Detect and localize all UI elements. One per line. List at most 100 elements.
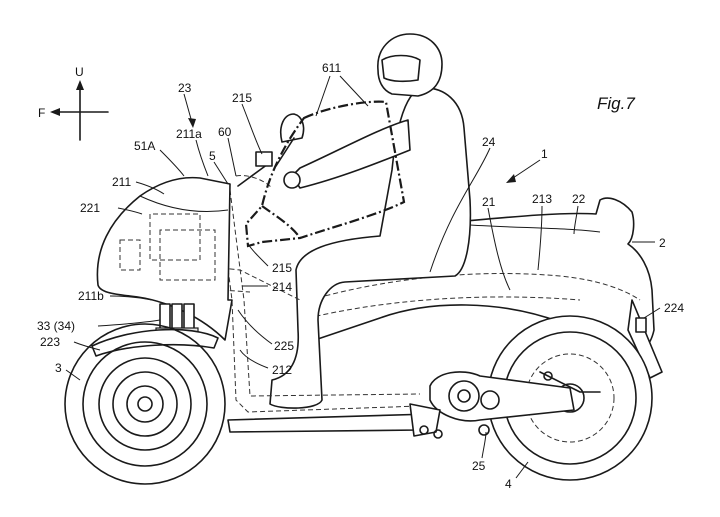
front-hub (126, 385, 164, 423)
drive-pulley-hub (457, 389, 471, 403)
label-221: 221 (80, 201, 100, 215)
figure-label: Fig.7 (597, 94, 635, 113)
leader-33 (97, 319, 161, 327)
reference-labels: 1 2 3 4 5 21 22 23 24 25 51A 60 211 211a… (37, 61, 684, 491)
leader-1 (509, 159, 541, 181)
leader-212 (239, 349, 269, 369)
helmet-visor (381, 54, 421, 83)
leader-211b (109, 295, 153, 301)
label-215-top: 215 (232, 91, 252, 105)
power-unit (409, 371, 601, 439)
rider (269, 33, 472, 409)
front-rim (82, 341, 208, 467)
label-611: 611 (322, 61, 341, 75)
leader-lines (65, 75, 661, 479)
front-arrow-icon (50, 108, 60, 116)
cable-hidden-line (235, 175, 273, 189)
label-211: 211 (112, 175, 131, 189)
leader-23-arrow-icon (188, 118, 196, 128)
label-215-bottom: 215 (272, 261, 292, 275)
front-cowl-shell (96, 176, 233, 341)
label-2: 2 (659, 236, 666, 250)
label-25: 25 (472, 459, 486, 473)
label-211b: 211b (78, 289, 104, 303)
leader-21 (487, 207, 511, 291)
label-214: 214 (272, 280, 292, 294)
leader-25 (481, 431, 487, 459)
leader-611-a (315, 75, 331, 117)
leader-1-arrow-icon (506, 174, 516, 183)
airbag-outline (244, 100, 406, 248)
front-rim-inner (98, 357, 192, 451)
rear-frame-hidden-line (309, 273, 641, 301)
rear-frame-hidden-line-2 (299, 296, 581, 321)
mount-bolt-1 (419, 425, 429, 435)
label-211a: 211a (176, 127, 202, 141)
up-arrow-icon (76, 80, 84, 90)
label-22: 22 (572, 192, 586, 206)
inner-component-hidden-line-2 (159, 229, 216, 281)
cowl-crease (139, 195, 229, 212)
cross-member-hidden-line (149, 259, 301, 301)
leader-22 (573, 205, 579, 235)
mirror-stem (275, 137, 295, 167)
leader-4 (515, 461, 529, 479)
label-23: 23 (178, 81, 192, 95)
leader-224 (643, 307, 661, 319)
mirror (279, 113, 305, 143)
leader-211a (195, 139, 209, 177)
front-cowl (96, 176, 233, 341)
leader-24 (429, 147, 491, 273)
steering (235, 113, 305, 189)
leader-3 (65, 369, 81, 381)
leader-51A (159, 149, 185, 177)
leader-611-b (339, 75, 369, 107)
leader-211 (135, 181, 165, 195)
airbag-fold-line (261, 205, 301, 239)
inner-component-hidden-line-3 (119, 239, 141, 271)
seat-line (469, 224, 601, 233)
label-51A: 51A (134, 139, 155, 153)
label-225: 225 (274, 339, 294, 353)
front-tire (64, 323, 226, 485)
label-60: 60 (218, 125, 232, 139)
idler-pulley (480, 390, 500, 410)
label-5: 5 (209, 149, 216, 163)
front-wheel (64, 323, 226, 485)
front-axle (137, 396, 153, 412)
front-brake-disc (112, 371, 178, 437)
handlebar (237, 163, 269, 187)
leader-60 (227, 137, 237, 177)
inner-component-hidden-line (149, 213, 201, 261)
floor-step (227, 413, 431, 433)
shock-mount (543, 371, 553, 381)
leader-223 (73, 341, 101, 351)
pivot-bolt (478, 424, 490, 436)
leader-221 (117, 207, 143, 215)
front-direction-label: F (38, 106, 45, 120)
label-213: 213 (532, 192, 552, 206)
leader-215b (247, 243, 269, 267)
label-3: 3 (55, 361, 62, 375)
label-4: 4 (505, 477, 512, 491)
drive-pulley (448, 380, 480, 412)
leader-213 (537, 205, 543, 271)
mount-bolt-2 (433, 429, 443, 439)
label-24: 24 (482, 135, 496, 149)
label-223: 223 (40, 335, 60, 349)
label-33-34: 33 (34) (37, 319, 75, 333)
engine-mount (409, 403, 441, 437)
label-212: 212 (272, 363, 292, 377)
label-224: 224 (664, 301, 684, 315)
leader-215a (241, 103, 263, 155)
handlebar-clamp (255, 151, 273, 167)
rider-glove (283, 171, 301, 189)
shock-absorber (539, 371, 601, 393)
direction-indicator: U F (38, 65, 109, 141)
label-21: 21 (482, 195, 496, 209)
tail-light (635, 317, 647, 333)
leader-225 (237, 309, 273, 345)
leader-23 (183, 93, 193, 123)
